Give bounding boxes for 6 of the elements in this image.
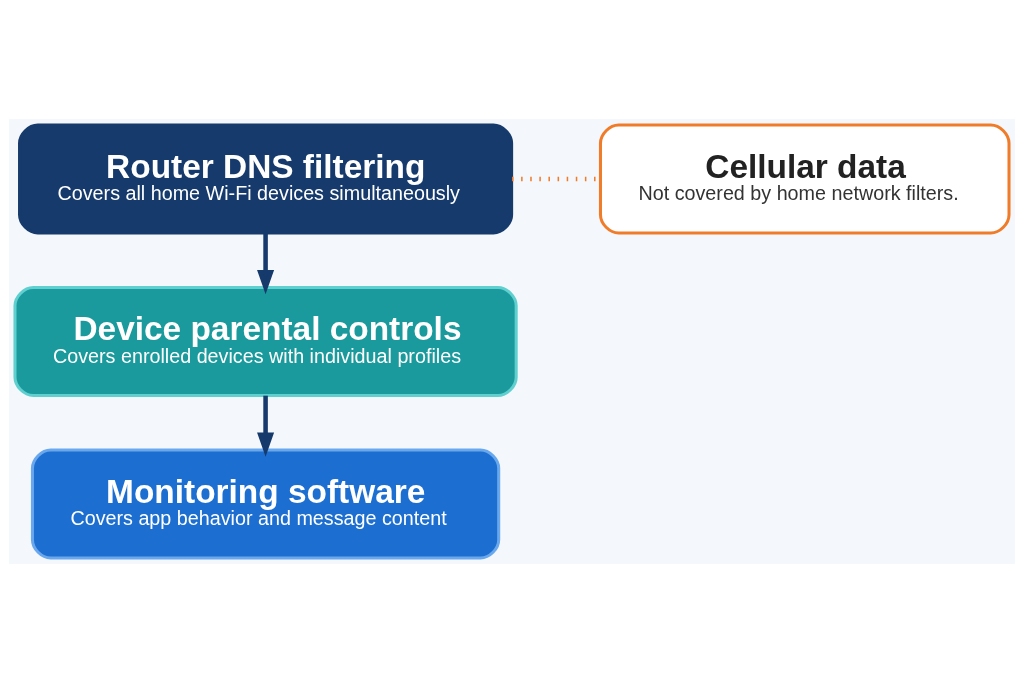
arrow — [257, 233, 275, 295]
node-box: Cellular data Not covered by home network filters. — [598, 123, 1011, 235]
node-box: Monitoring software Covers app behavior and message content — [30, 448, 501, 560]
node-box: Router DNS filtering Covers all home Wi-Fi devices simultaneously — [18, 123, 514, 235]
node-box: Device parental controls Covers enrolled devices with individual profiles — [13, 286, 518, 397]
arrow — [257, 395, 275, 457]
